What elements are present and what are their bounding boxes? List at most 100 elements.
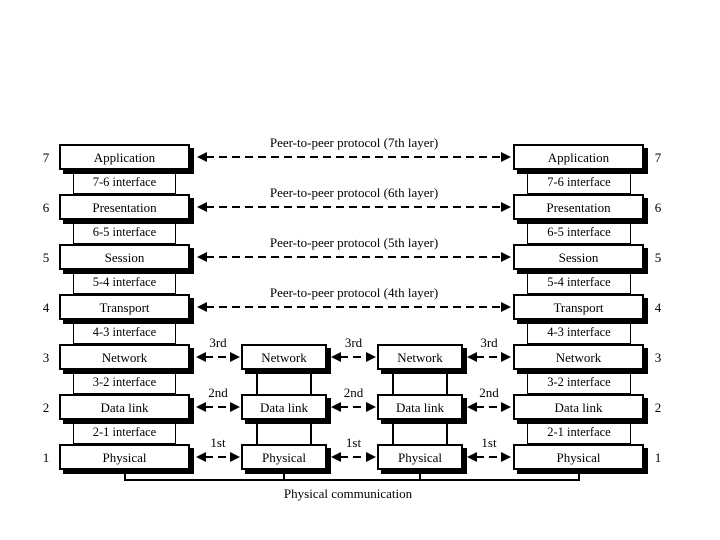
arrowhead-left: [331, 452, 341, 462]
layer-number: 6: [654, 200, 662, 215]
layer-number: 6: [42, 200, 50, 215]
interface-box: 3-2 interface: [527, 370, 631, 394]
interface-box: 6-5 interface: [73, 220, 176, 244]
hop-arrow: [331, 452, 376, 462]
peer-protocol-arrow: [197, 252, 511, 262]
layer-box-data-link: Data link: [513, 394, 644, 420]
router-layer-box-physical: Physical: [241, 444, 327, 470]
arrowhead-left: [331, 352, 341, 362]
peer-protocol-arrow: [197, 302, 511, 312]
dashed-line: [206, 306, 502, 308]
arrowhead-right: [501, 302, 511, 312]
arrowhead-right: [366, 402, 376, 412]
arrowhead-right: [230, 402, 240, 412]
layer-box-transport: Transport: [59, 294, 190, 320]
physical-bus-stub: [578, 468, 580, 481]
hop-label: 1st: [481, 435, 497, 450]
hop-label: 1st: [345, 435, 362, 450]
layer-box-network: Network: [59, 344, 190, 370]
dashed-line: [476, 456, 502, 458]
arrowhead-left: [196, 352, 206, 362]
arrowhead-right: [366, 452, 376, 462]
arrowhead-right: [501, 452, 511, 462]
hop-label: 2nd: [208, 385, 228, 400]
arrowhead-left: [196, 452, 206, 462]
dashed-line: [340, 356, 367, 358]
arrowhead-right: [501, 402, 511, 412]
interface-box: 7-6 interface: [73, 170, 176, 194]
interface-connector-line: [446, 420, 448, 444]
layer-number: 1: [654, 450, 662, 465]
interface-connector-line: [310, 370, 312, 394]
interface-connector-line: [392, 370, 394, 394]
dashed-line: [340, 456, 367, 458]
layer-number: 4: [42, 300, 50, 315]
hop-label: 3rd: [209, 335, 227, 350]
interface-connector-line: [256, 420, 258, 444]
hop-label: 3rd: [480, 335, 498, 350]
arrowhead-left: [197, 252, 207, 262]
interface-box: 4-3 interface: [73, 320, 176, 344]
peer-protocol-label: Peer-to-peer protocol (7th layer): [269, 135, 439, 150]
layer-box-presentation: Presentation: [59, 194, 190, 220]
dashed-line: [205, 406, 231, 408]
physical-bus-stub: [419, 468, 421, 481]
interface-box: 2-1 interface: [73, 420, 176, 444]
layer-number: 7: [42, 150, 50, 165]
hop-arrow: [196, 452, 240, 462]
layer-number: 5: [654, 250, 662, 265]
dashed-line: [476, 356, 502, 358]
hop-label: 2nd: [479, 385, 499, 400]
interface-connector-line: [392, 420, 394, 444]
layer-box-network: Network: [513, 344, 644, 370]
interface-box: 3-2 interface: [73, 370, 176, 394]
hop-arrow: [467, 402, 511, 412]
interface-box: 5-4 interface: [527, 270, 631, 294]
physical-bus-line: [124, 479, 580, 481]
layer-number: 3: [654, 350, 662, 365]
layer-box-session: Session: [513, 244, 644, 270]
router-layer-box-data-link: Data link: [241, 394, 327, 420]
layer-box-transport: Transport: [513, 294, 644, 320]
layer-number: 7: [654, 150, 662, 165]
arrowhead-left: [467, 452, 477, 462]
arrowhead-left: [467, 352, 477, 362]
interface-connector-line: [310, 420, 312, 444]
peer-protocol-label: Peer-to-peer protocol (4th layer): [269, 285, 439, 300]
hop-label: 2nd: [343, 385, 364, 400]
interface-box: 4-3 interface: [527, 320, 631, 344]
interface-box: 2-1 interface: [527, 420, 631, 444]
peer-protocol-arrow: [197, 202, 511, 212]
layer-box-data-link: Data link: [59, 394, 190, 420]
arrowhead-right: [230, 352, 240, 362]
interface-connector-line: [446, 370, 448, 394]
layer-box-application: Application: [59, 144, 190, 170]
hop-label: 3rd: [344, 335, 363, 350]
hop-arrow: [467, 352, 511, 362]
arrowhead-right: [366, 352, 376, 362]
arrowhead-right: [230, 452, 240, 462]
interface-box: 5-4 interface: [73, 270, 176, 294]
router-layer-box-network: Network: [241, 344, 327, 370]
hop-arrow: [331, 402, 376, 412]
dashed-line: [206, 206, 502, 208]
router-layer-box-network: Network: [377, 344, 463, 370]
layer-box-presentation: Presentation: [513, 194, 644, 220]
physical-bus-stub: [124, 468, 126, 481]
layer-number: 2: [42, 400, 50, 415]
layer-number: 1: [42, 450, 50, 465]
layer-box-physical: Physical: [513, 444, 644, 470]
layer-number: 4: [654, 300, 662, 315]
peer-protocol-label: Peer-to-peer protocol (5th layer): [269, 235, 439, 250]
layer-number: 2: [654, 400, 662, 415]
hop-arrow: [467, 452, 511, 462]
peer-protocol-arrow: [197, 152, 511, 162]
arrowhead-right: [501, 252, 511, 262]
arrowhead-left: [196, 402, 206, 412]
layer-box-physical: Physical: [59, 444, 190, 470]
interface-connector-line: [256, 370, 258, 394]
arrowhead-left: [331, 402, 341, 412]
arrowhead-left: [197, 202, 207, 212]
layer-box-session: Session: [59, 244, 190, 270]
